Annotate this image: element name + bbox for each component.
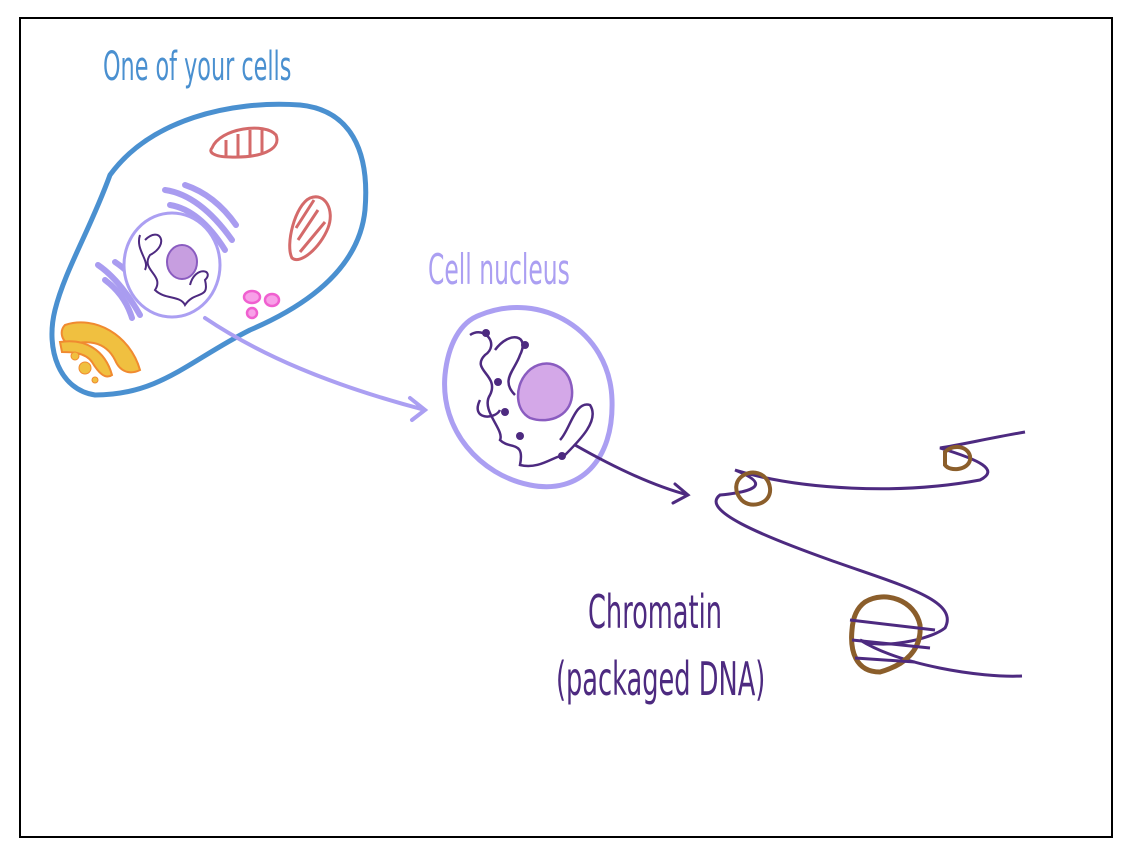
label-cell-nucleus: Cell nucleus bbox=[428, 245, 570, 294]
endoplasmic-reticulum bbox=[95, 182, 239, 321]
label-one-of-your-cells: One of your cells bbox=[103, 44, 292, 90]
nuclear-envelope bbox=[442, 305, 615, 490]
cell bbox=[49, 101, 369, 398]
nucleolus bbox=[516, 362, 574, 422]
histone bbox=[943, 444, 973, 472]
label-packaged-dna: (packaged DNA) bbox=[556, 652, 766, 706]
vesicle bbox=[91, 376, 99, 384]
small-nucleolus bbox=[166, 244, 198, 280]
vesicle bbox=[78, 361, 92, 375]
mitochondrion bbox=[288, 195, 332, 262]
cell-membrane bbox=[49, 101, 369, 398]
mitochondrion bbox=[209, 126, 279, 159]
chromatin-fiber bbox=[714, 430, 1026, 678]
chromatin-dots bbox=[482, 329, 566, 460]
dna-wrap bbox=[849, 618, 936, 664]
diagram-frame bbox=[19, 17, 1113, 838]
small-chromatin bbox=[137, 233, 209, 307]
vesicle bbox=[70, 351, 80, 361]
nucleus bbox=[442, 305, 615, 490]
lysosomes bbox=[242, 289, 281, 320]
dna-strand bbox=[714, 430, 1026, 678]
arrow-cell-to-nucleus bbox=[203, 316, 429, 422]
arrow-nucleus-to-chromatin bbox=[573, 443, 691, 505]
label-chromatin: Chromatin bbox=[588, 585, 722, 639]
histone bbox=[734, 470, 773, 507]
chromatin-strand bbox=[469, 331, 594, 468]
